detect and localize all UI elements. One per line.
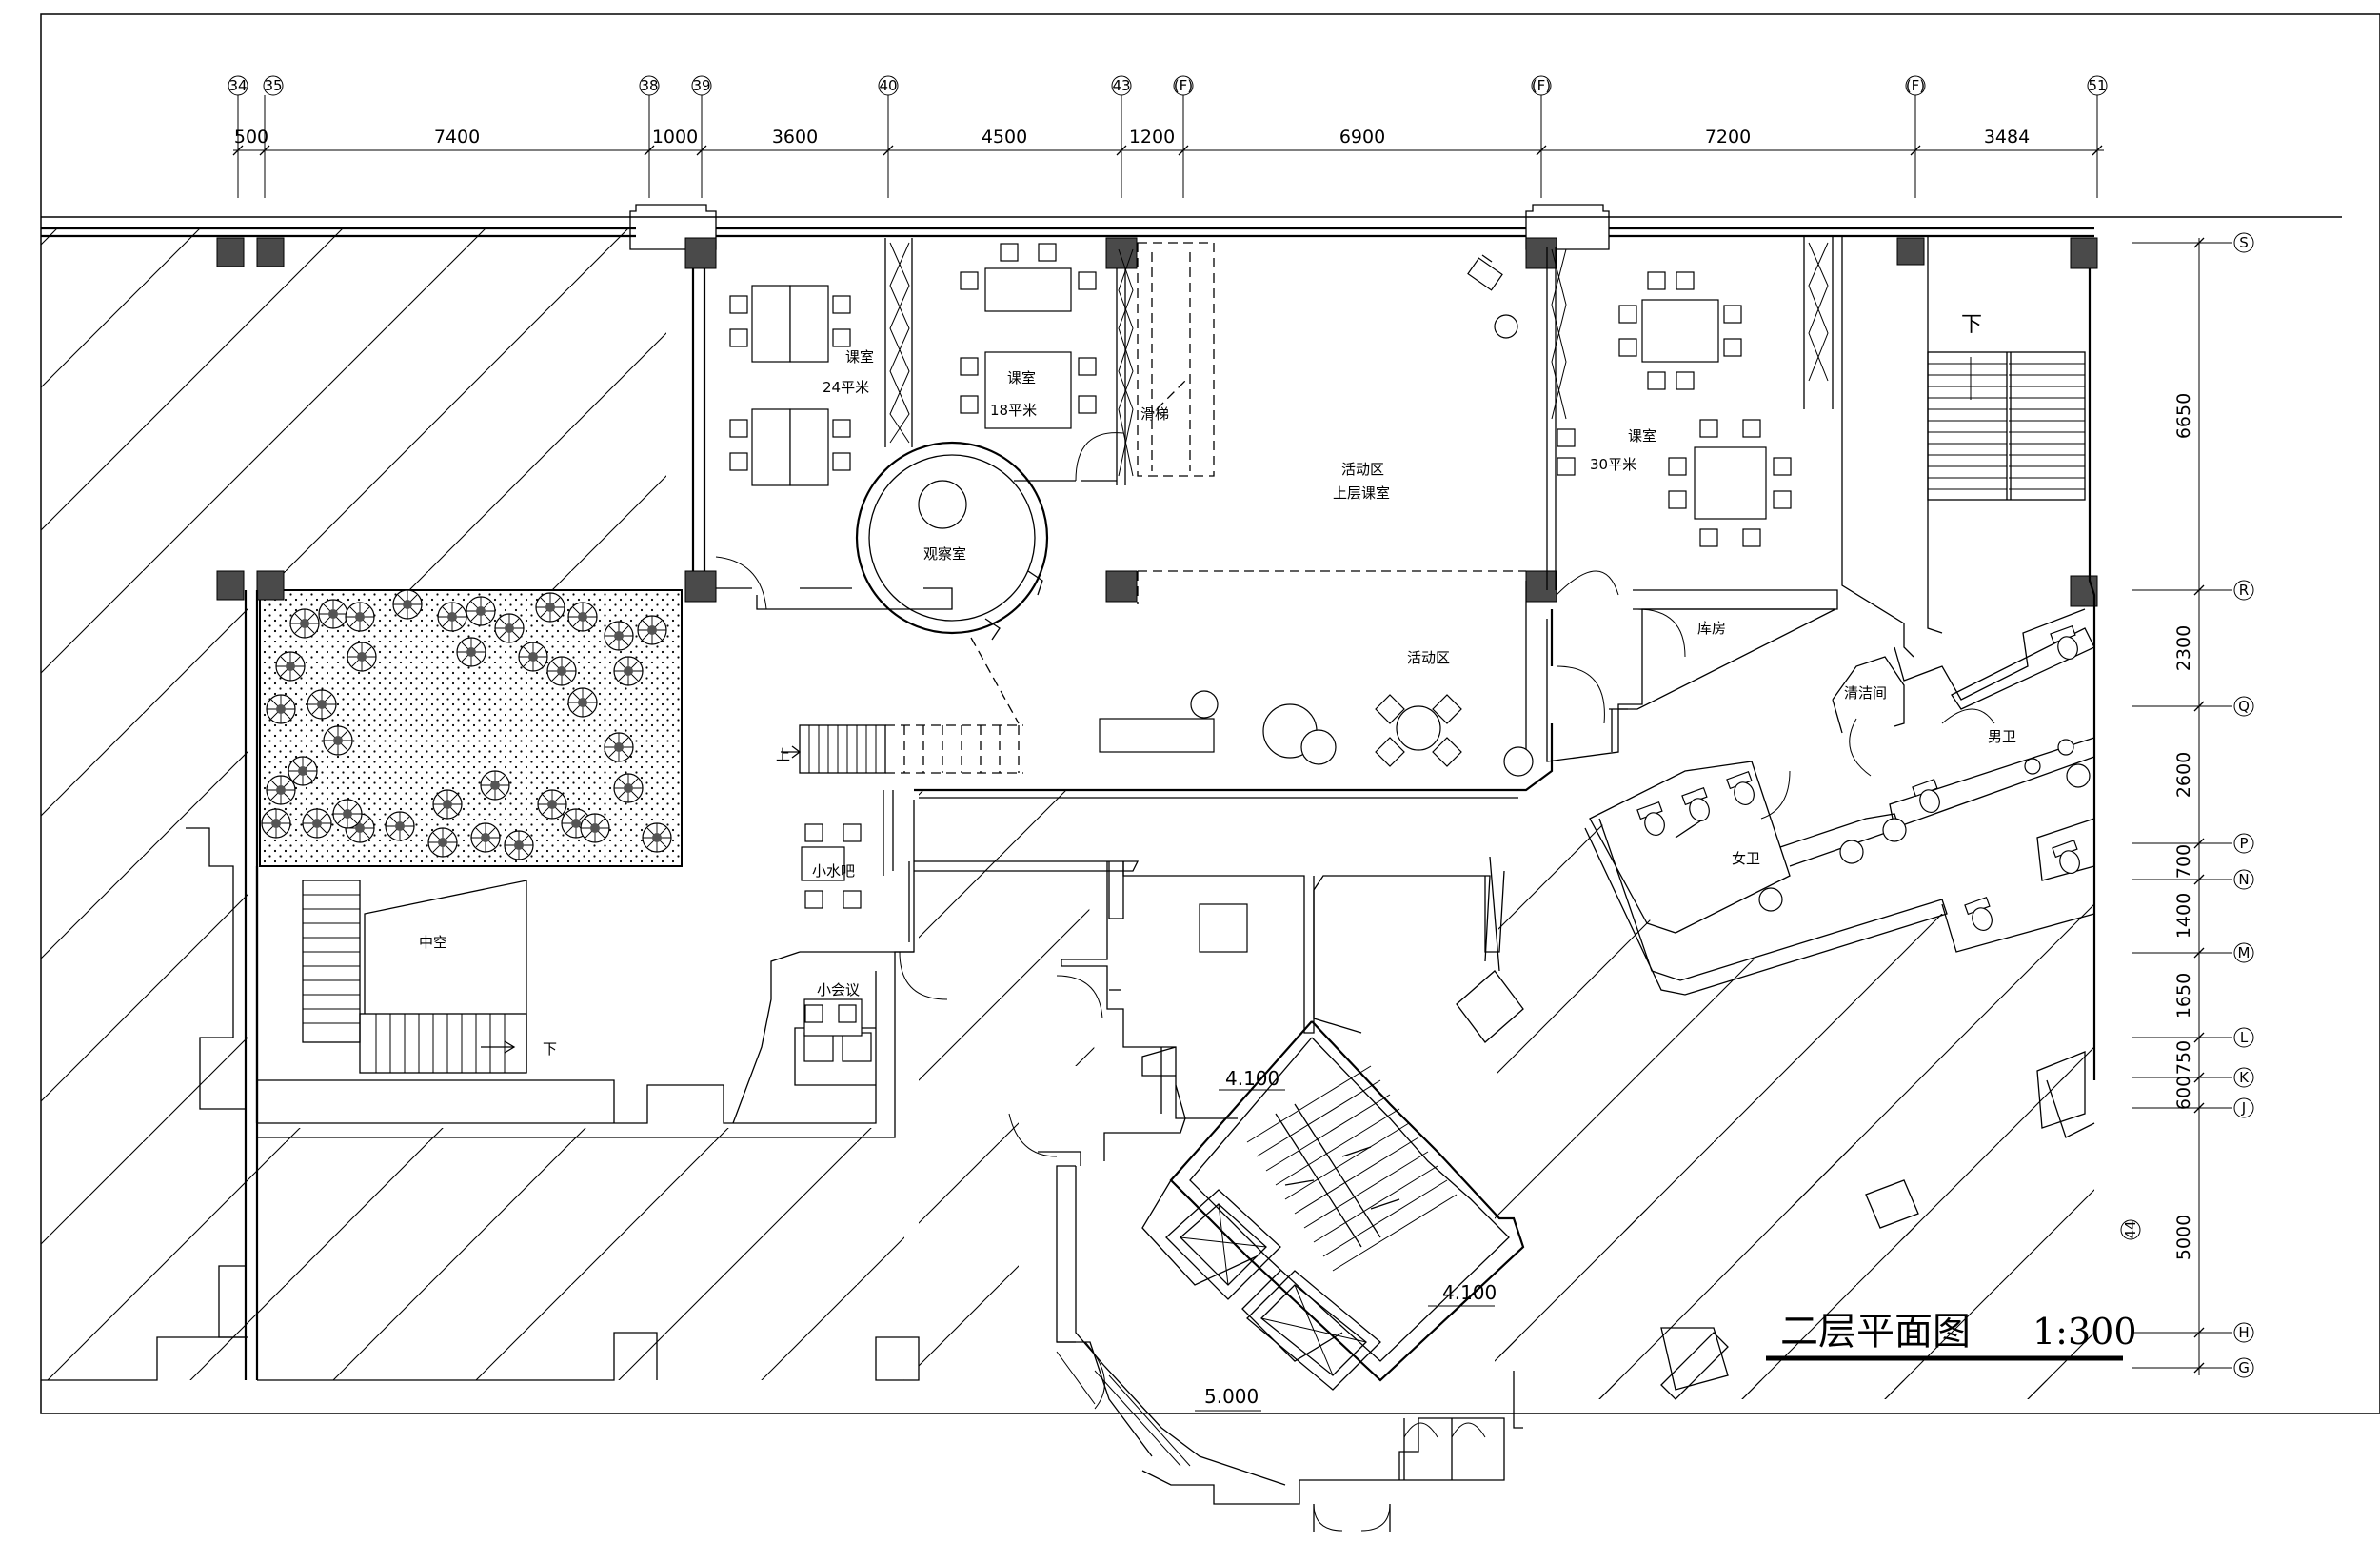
dimension-label: 7200 [1705,127,1751,148]
observation-room [855,441,1049,641]
dimension-label: 7400 [434,127,480,148]
elevator-shafts [1165,1189,1381,1391]
room-label: 中空 [419,934,447,951]
axis-label: M [2238,944,2251,961]
room-label: 活动区 [1407,649,1450,666]
axis-label: (F) [1174,77,1193,94]
axis-label: N [2238,871,2249,888]
axis-label: 35 [264,77,282,94]
room-label: 活动区 [1341,461,1384,478]
dimension-label: 600 [2173,1076,2194,1110]
room-label: 观察室 [923,545,966,563]
axis-label-44: 44 [2122,1220,2139,1238]
drawing-title-block: 二层平面图 1:300 [1766,1310,2137,1361]
north-wall [41,204,2094,250]
elevation-marks: 4.100 4.100 5.000 [1195,1067,1497,1412]
elevation-label: 4.100 [1442,1281,1497,1304]
dimension-label: 6650 [2173,393,2194,439]
dimension-label: 2300 [2173,625,2194,671]
furniture [729,242,2091,1037]
right-grid-labels: S R Q P N M L K J H G [2238,234,2251,1376]
dimension-label: 1200 [1129,127,1175,148]
dimension-label: 1400 [2173,893,2194,939]
room-label: 女卫 [1732,850,1760,867]
door-swings [715,432,1995,1467]
structural-columns [216,237,2098,607]
axis-label: 43 [1112,77,1130,94]
right-grid-bubbles [2233,232,2254,1378]
stair-direction-labels: 下 下 上 [543,313,1982,1058]
axis-label: P [2239,835,2248,852]
room-label: 小水吧 [812,862,855,880]
courtyard-planting [259,589,683,867]
axis-label: K [2239,1069,2250,1086]
exterior-hatch-zones [41,228,2094,1399]
dimension-label: 5000 [2173,1215,2194,1260]
stair-down-label: 下 [1961,313,1982,337]
center-staircase [781,724,1023,876]
room-label: 滑梯 [1140,405,1169,423]
room-label: 课室 [845,348,874,366]
right-dimension-labels: 6650 2300 2600 700 1400 1650 750 600 500… [2173,393,2194,1260]
core-staircase [1246,1065,1458,1272]
dimension-label: 1650 [2173,973,2194,1018]
room-area: 18平米 [990,402,1037,419]
axis-label: 39 [692,77,710,94]
room-label: 课室 [1628,427,1656,445]
axis-label: H [2238,1324,2249,1341]
west-staircase [257,880,615,1123]
dimension-label: 500 [234,127,268,148]
axis-label: G [2238,1359,2250,1376]
stair-down-label: 下 [543,1040,557,1058]
drawing-title: 二层平面图 [1780,1310,1971,1354]
stair-up-label: 上 [776,746,790,763]
dimension-label: 2600 [2173,752,2194,798]
dimension-label: 1000 [652,127,698,148]
top-dimension-labels: 500 7400 1000 3600 4500 1200 6900 7200 3… [234,127,2030,148]
dimension-label: 3484 [1984,127,2030,148]
axis-label: 40 [879,77,897,94]
east-staircase [1927,351,2086,501]
top-grid-bubbles [228,75,2108,96]
axis-label: L [2240,1029,2249,1046]
top-dimension-chain [232,95,2104,198]
axis-label: (F) [1906,77,1925,94]
room-label: 男卫 [1988,728,2016,745]
elevation-label: 4.100 [1225,1067,1279,1090]
right-dimension-chain [2132,237,2232,1375]
axis-label: Q [2238,698,2250,715]
room-area: 30平米 [1590,456,1636,473]
axis-label: J [2241,1099,2246,1117]
top-grid-labels: 34 35 38 39 40 43 (F) (F) (F) 51 [228,77,2106,94]
axis-label: 34 [228,77,247,94]
drawing-scale: 1:300 [2033,1311,2137,1353]
room-label: 库房 [1697,620,1726,637]
room-label: 清洁间 [1844,684,1887,702]
room-area: 24平米 [823,379,869,396]
elevation-label: 5.000 [1204,1385,1259,1408]
room-label: 小会议 [817,981,860,998]
axis-label: S [2239,234,2249,251]
grid-bubble-44 [2120,1219,2141,1240]
room-label: 课室 [1007,369,1036,386]
room-labels: 课室 24平米 课室 18平米 滑梯 活动区 上层课室 课室 30平米 观察室 … [419,348,2016,998]
axis-label: (F) [1532,77,1551,94]
dimension-label: 750 [2173,1040,2194,1075]
axis-label: 38 [640,77,658,94]
dimension-label: 700 [2173,844,2194,879]
dimension-label: 4500 [982,127,1027,148]
room-sublabel: 上层课室 [1333,484,1390,502]
dimension-label: 6900 [1339,127,1385,148]
axis-label: R [2239,582,2249,599]
dimension-label: 3600 [772,127,818,148]
axis-label: 51 [2088,77,2106,94]
